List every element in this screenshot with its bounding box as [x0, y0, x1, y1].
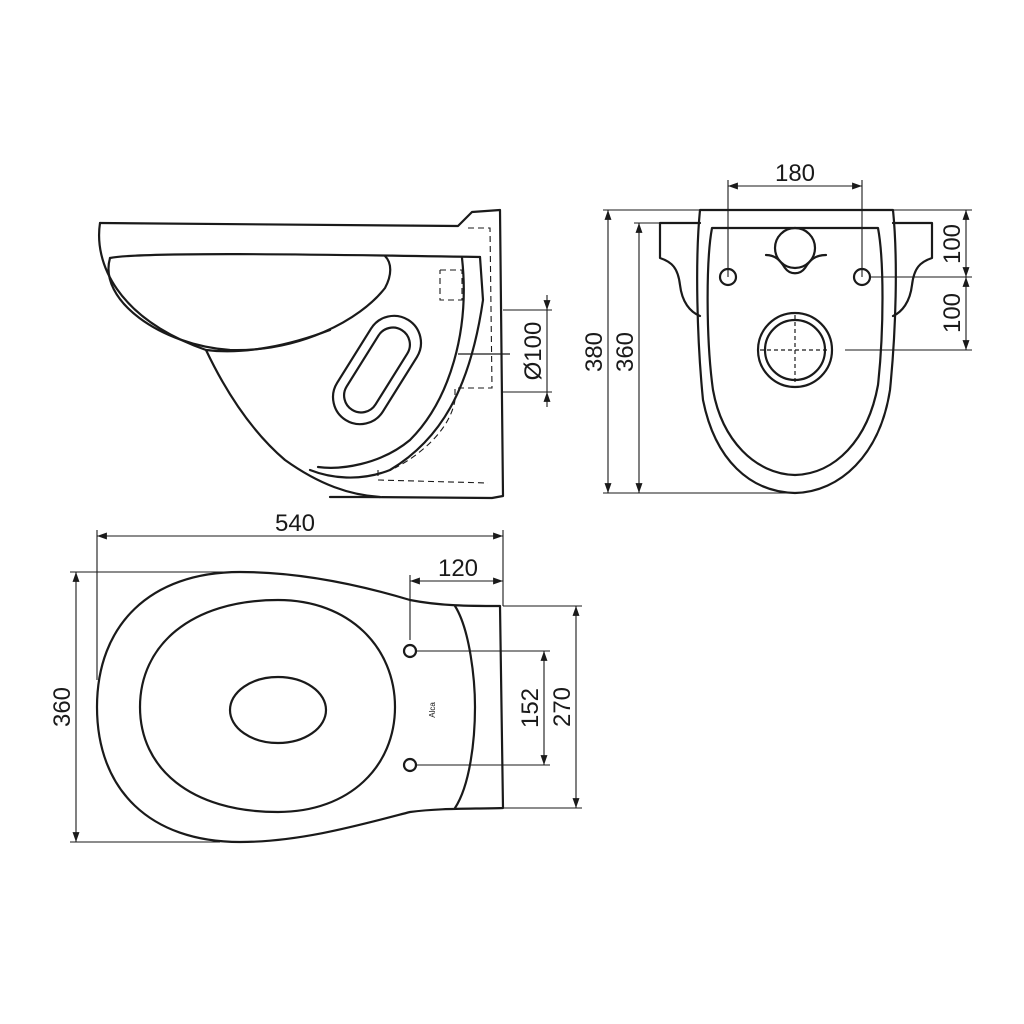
dim-rear-total-height-label: 380 — [581, 332, 608, 372]
top-view: Alca 540 120 360 152 270 — [49, 510, 582, 844]
side-view: Ø100 — [98, 208, 552, 500]
dim-top-rear-width-label: 270 — [549, 687, 576, 727]
side-mount-inner — [316, 256, 465, 469]
top-bolt-hole-upper — [402, 643, 418, 659]
side-hidden-lines — [377, 227, 493, 484]
top-bolt-hole-lower — [402, 757, 418, 773]
rear-water-inlet — [773, 226, 817, 270]
rear-body-inner — [706, 226, 884, 477]
dim-rear-bolt-height-label: 100 — [939, 224, 966, 264]
dim-rear-body-height-label: 360 — [612, 332, 639, 372]
dim-top-width-label: 360 — [49, 687, 76, 727]
rear-inlet-lip — [764, 253, 828, 275]
side-outlet-oval — [331, 314, 423, 426]
rear-wing-left — [658, 221, 702, 318]
side-bowl-inner-rim — [108, 253, 482, 260]
top-brand-mark: Alca — [428, 702, 437, 718]
side-mount-block — [308, 255, 485, 479]
side-body-lower — [204, 328, 332, 353]
dim-top-length-label: 540 — [275, 510, 315, 537]
dim-rear-outlet-height-label: 100 — [939, 293, 966, 333]
rear-outlet-outer — [756, 311, 834, 389]
side-bowl-outer — [98, 221, 382, 499]
side-bowl-inner — [107, 254, 392, 352]
rear-wing-right — [891, 221, 934, 318]
rear-body-outer — [696, 208, 897, 495]
dim-outlet-diameter-label: Ø100 — [520, 322, 547, 381]
side-bowl-rim — [98, 208, 505, 500]
dim-top-bolt-offset-label: 120 — [438, 555, 478, 582]
rear-view: 180 100 100 380 360 — [581, 160, 972, 495]
dim-rear-bolt-spacing-label: 180 — [775, 160, 815, 187]
dim-top-bolt-spacing-label: 152 — [517, 688, 544, 728]
top-rear-mount — [453, 604, 477, 810]
top-drain-opening — [228, 675, 328, 745]
top-bowl-outer — [95, 570, 505, 844]
top-bowl-inner — [138, 598, 397, 814]
